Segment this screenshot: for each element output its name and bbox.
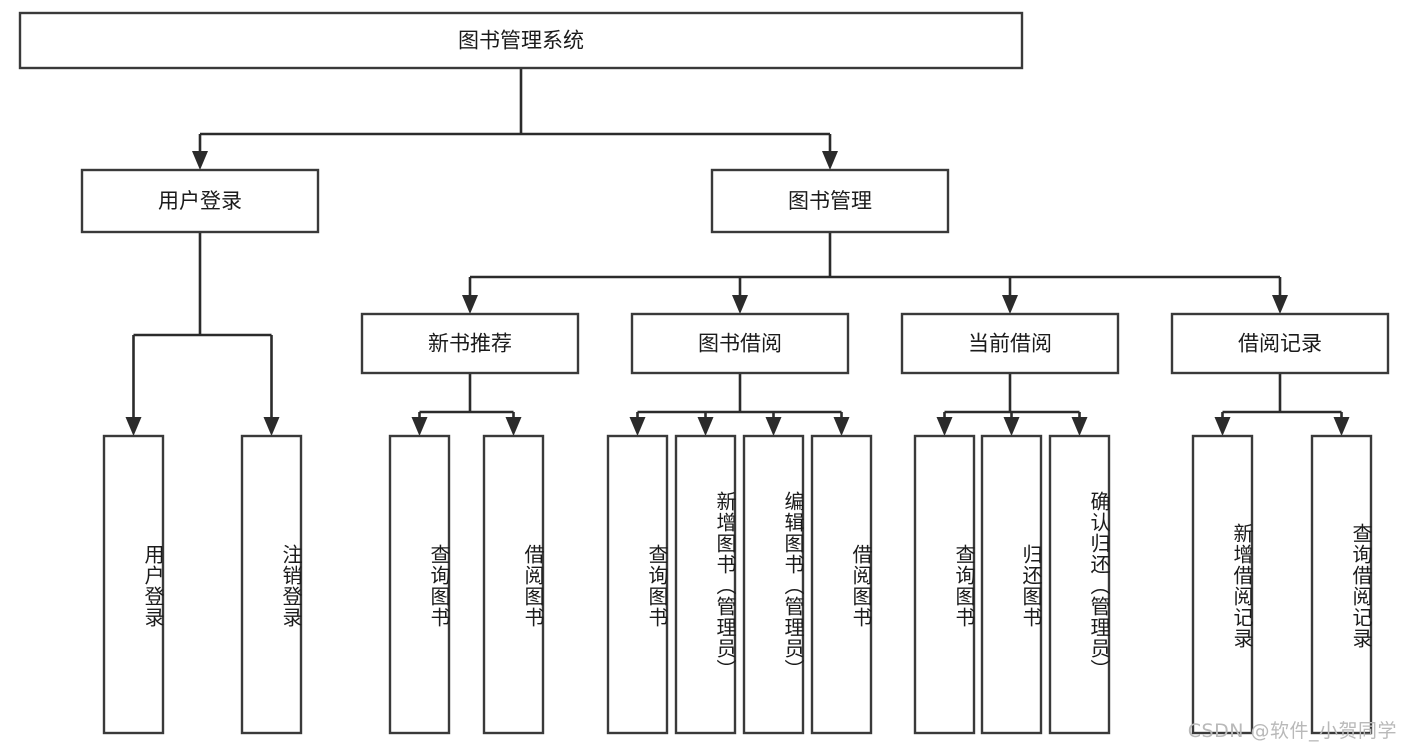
arrow-head-icon bbox=[936, 417, 953, 436]
node-root[interactable] bbox=[18, 11, 1024, 70]
arrow-head-icon bbox=[732, 295, 748, 314]
node-current-borrow-label: 当前借阅 bbox=[968, 332, 1052, 356]
node-leaf-logout[interactable] bbox=[240, 434, 303, 735]
arrow-head-icon bbox=[125, 417, 142, 436]
node-new-book-recommend[interactable] bbox=[360, 312, 580, 375]
connectors-layer bbox=[125, 68, 1350, 436]
node-user-login[interactable] bbox=[80, 168, 320, 234]
node-leaf-query-book-recommend[interactable] bbox=[388, 434, 451, 735]
node-borrow-record-label: 借阅记录 bbox=[1238, 332, 1322, 356]
arrow-head-icon bbox=[765, 417, 782, 436]
arrow-head-icon bbox=[1333, 417, 1350, 436]
node-leaf-borrow-book[interactable] bbox=[810, 434, 873, 735]
node-new-book-recommend-label: 新书推荐 bbox=[428, 332, 512, 356]
arrow-head-icon bbox=[263, 417, 280, 436]
arrow-head-icon bbox=[1003, 417, 1020, 436]
node-book-borrow[interactable] bbox=[630, 312, 850, 375]
arrow-head-icon bbox=[1272, 295, 1288, 314]
node-leaf-user-login[interactable] bbox=[102, 434, 165, 735]
node-leaf-borrow-book-recommend[interactable] bbox=[482, 434, 545, 735]
arrow-head-icon bbox=[505, 417, 522, 436]
node-current-borrow[interactable] bbox=[900, 312, 1120, 375]
node-root-label: 图书管理系统 bbox=[458, 29, 584, 53]
node-user-login-label: 用户登录 bbox=[158, 189, 242, 213]
arrow-head-icon bbox=[629, 417, 646, 436]
node-book-management[interactable] bbox=[710, 168, 950, 234]
node-leaf-edit-book[interactable] bbox=[742, 434, 805, 735]
arrow-head-icon bbox=[1071, 417, 1088, 436]
node-book-management-label: 图书管理 bbox=[788, 189, 872, 213]
watermark-text: CSDN @软件_小贺同学 bbox=[1187, 720, 1397, 742]
node-leaf-query-borrow-record[interactable] bbox=[1310, 434, 1373, 735]
node-leaf-add-borrow-record[interactable] bbox=[1191, 434, 1254, 735]
node-leaf-return-book[interactable] bbox=[980, 434, 1043, 735]
arrow-head-icon bbox=[697, 417, 714, 436]
node-leaf-query-book-current[interactable] bbox=[913, 434, 976, 735]
node-leaf-confirm-return[interactable] bbox=[1048, 434, 1111, 735]
arrow-head-icon bbox=[411, 417, 428, 436]
node-leaf-add-book[interactable] bbox=[674, 434, 737, 735]
arrow-head-icon bbox=[192, 151, 208, 170]
arrow-head-icon bbox=[833, 417, 850, 436]
arrow-head-icon bbox=[822, 151, 838, 170]
node-book-borrow-label: 图书借阅 bbox=[698, 332, 782, 356]
node-borrow-record[interactable] bbox=[1170, 312, 1390, 375]
arrow-head-icon bbox=[1002, 295, 1018, 314]
arrow-head-icon bbox=[462, 295, 478, 314]
node-leaf-query-book-borrow[interactable] bbox=[606, 434, 669, 735]
arrow-head-icon bbox=[1214, 417, 1231, 436]
